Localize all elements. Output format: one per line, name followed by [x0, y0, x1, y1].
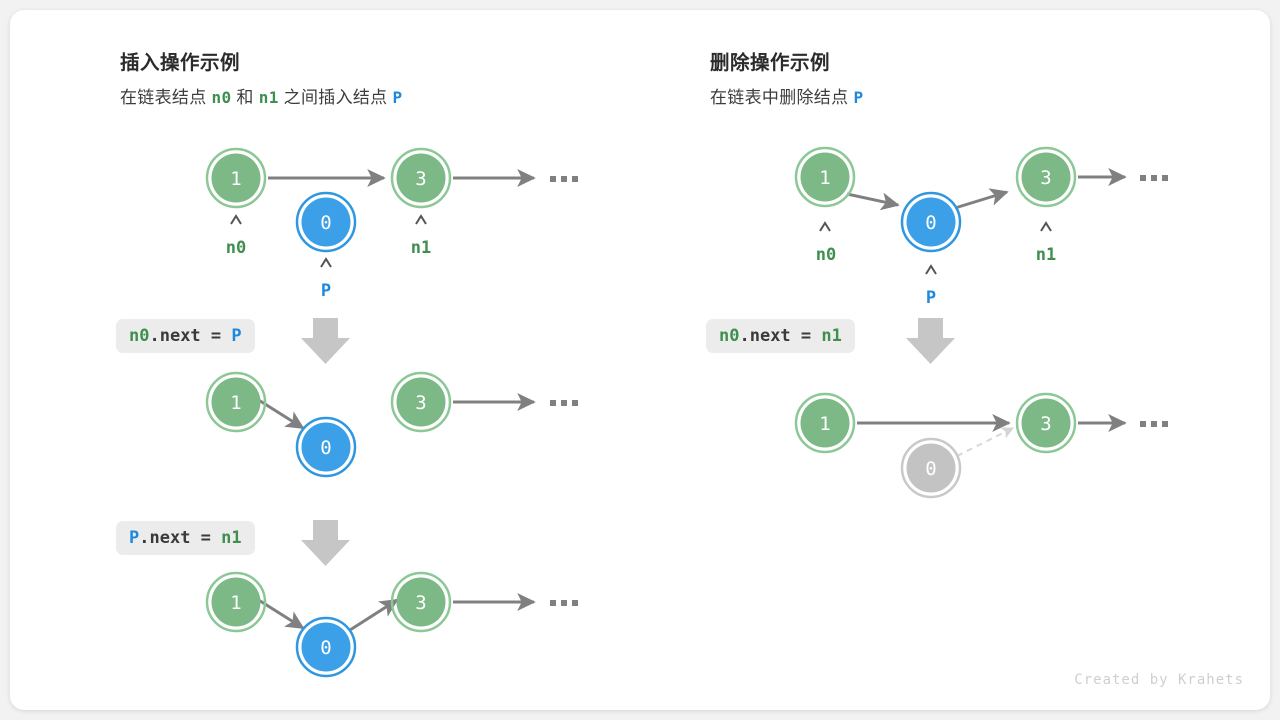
right-subtitle-code-p: P: [853, 88, 864, 107]
left-subtitle-text-2: 和: [231, 88, 259, 107]
left-subtitle-code-n0: n0: [211, 88, 232, 107]
right-step-1-code: n0.next = n1: [706, 319, 855, 353]
left-row1-label-n1: n1: [410, 238, 432, 258]
left-subtitle-text-3: 之间插入结点: [278, 88, 393, 107]
code-token-n0: n0: [719, 326, 740, 346]
code-token-next-eq: .next =: [139, 528, 222, 548]
right-subtitle-text-1: 在链表中删除结点: [710, 88, 854, 107]
right-row1-label-n0: n0: [815, 245, 837, 265]
credit-text: Created by Krahets: [1074, 672, 1244, 688]
code-token-next-eq: .next =: [739, 326, 822, 346]
left-subtitle-code-n1: n1: [258, 88, 279, 107]
left-step-2-code: P.next = n1: [116, 521, 255, 555]
code-token-p: P: [129, 528, 140, 548]
left-row1-label-n0: n0: [225, 238, 247, 258]
left-panel-title: 插入操作示例: [120, 52, 241, 74]
code-token-p: P: [231, 326, 242, 346]
code-token-n0: n0: [129, 326, 150, 346]
left-row1-label-p: P: [320, 281, 332, 301]
left-subtitle-text-1: 在链表结点: [120, 88, 212, 107]
left-subtitle-code-p: P: [392, 88, 403, 107]
diagram-card: [10, 10, 1270, 710]
code-token-next-eq: .next =: [149, 326, 232, 346]
right-row1-label-n1: n1: [1035, 245, 1057, 265]
code-token-n1: n1: [821, 326, 842, 346]
right-panel-subtitle: 在链表中删除结点 P: [710, 83, 863, 108]
left-step-1-code: n0.next = P: [116, 319, 255, 353]
left-panel-subtitle: 在链表结点 n0 和 n1 之间插入结点 P: [120, 83, 402, 108]
right-panel-title: 删除操作示例: [710, 52, 831, 74]
code-token-n1: n1: [221, 528, 242, 548]
right-row1-label-p: P: [925, 288, 937, 308]
